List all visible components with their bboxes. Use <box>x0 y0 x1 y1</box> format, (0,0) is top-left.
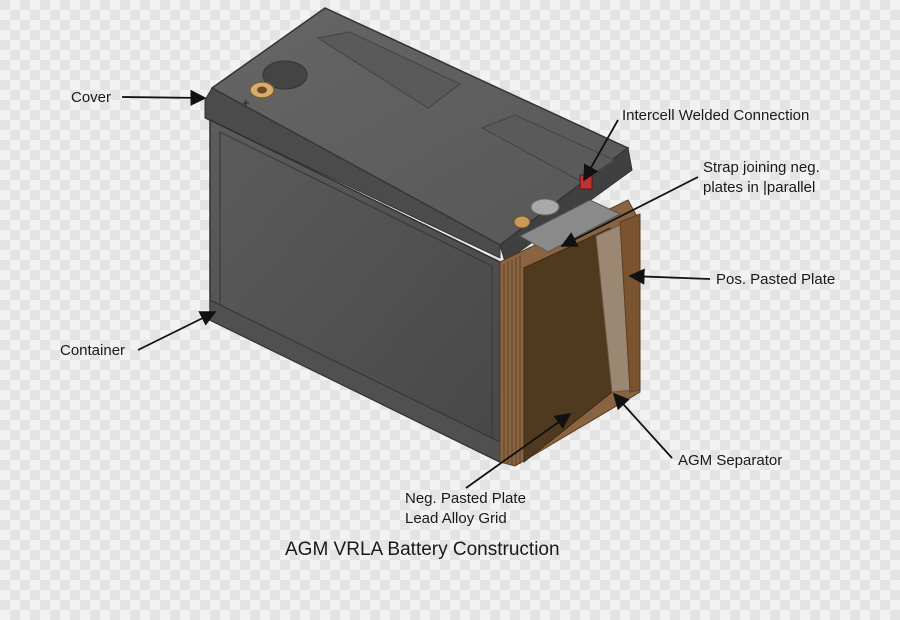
positive-plate <box>619 213 641 393</box>
label-intercell: Intercell Welded Connection <box>622 107 809 124</box>
lid-front-skirt <box>204 87 501 259</box>
cell-terminal-post <box>513 215 531 229</box>
pos-plate-leader <box>628 268 711 285</box>
label-container: Container <box>60 342 125 359</box>
battery: + <box>204 7 641 467</box>
label-agm-separator: AGM Separator <box>678 452 782 469</box>
label-neg-plate-line1: Neg. Pasted Plate <box>405 490 526 507</box>
strap-leader <box>560 176 699 247</box>
leader-lines <box>121 89 711 489</box>
label-cover: Cover <box>71 89 111 106</box>
intercell-leader <box>583 119 619 182</box>
label-strap-line1: Strap joining neg. <box>703 159 820 176</box>
lid-label-recess <box>316 31 462 109</box>
cover-leader <box>121 89 207 106</box>
container-leader <box>137 311 217 351</box>
vent-plug <box>530 198 560 216</box>
neg-plate-leader <box>465 413 572 489</box>
vent-cap <box>262 60 308 90</box>
diagram-title: AGM VRLA Battery Construction <box>285 539 560 560</box>
plate-striations <box>503 256 521 466</box>
positive-terminal-core <box>257 86 267 94</box>
labels: Cover Container Intercell Welded Connect… <box>60 89 835 560</box>
negative-strap <box>518 199 622 253</box>
label-neg-plate-line2: Lead Alloy Grid <box>405 510 507 527</box>
label-strap-line2: plates in |parallel <box>703 179 815 196</box>
lid-vent-recess <box>480 114 616 183</box>
agm-separator-leader <box>612 392 673 459</box>
terminal-plus-symbol: + <box>242 95 250 110</box>
label-pos-plate: Pos. Pasted Plate <box>716 271 835 288</box>
